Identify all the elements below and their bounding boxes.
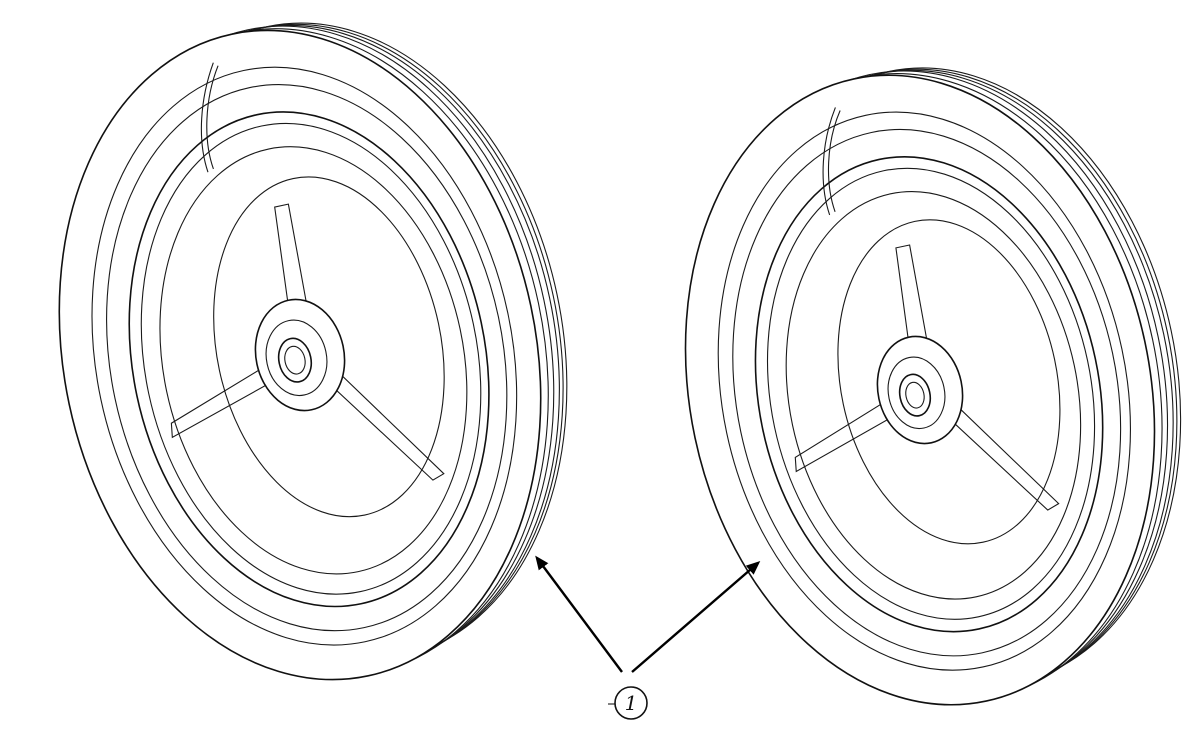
leader-arrow-left — [535, 555, 623, 673]
reference-numeral: 1 — [625, 691, 638, 715]
right-spokes — [794, 244, 1060, 511]
right-rim — [754, 156, 1104, 633]
leader-arrow-right — [631, 561, 761, 673]
left-hub — [254, 298, 346, 412]
reference-callout: 1 — [535, 555, 761, 720]
right-hub-bowl — [837, 219, 1061, 545]
left-wheel — [58, 22, 568, 681]
left-spokes — [170, 203, 445, 481]
right-wheel — [684, 67, 1182, 706]
left-rim — [128, 111, 490, 608]
callout-circle — [614, 686, 648, 720]
left-hub-bowl — [213, 176, 445, 518]
right-hub — [876, 335, 964, 445]
